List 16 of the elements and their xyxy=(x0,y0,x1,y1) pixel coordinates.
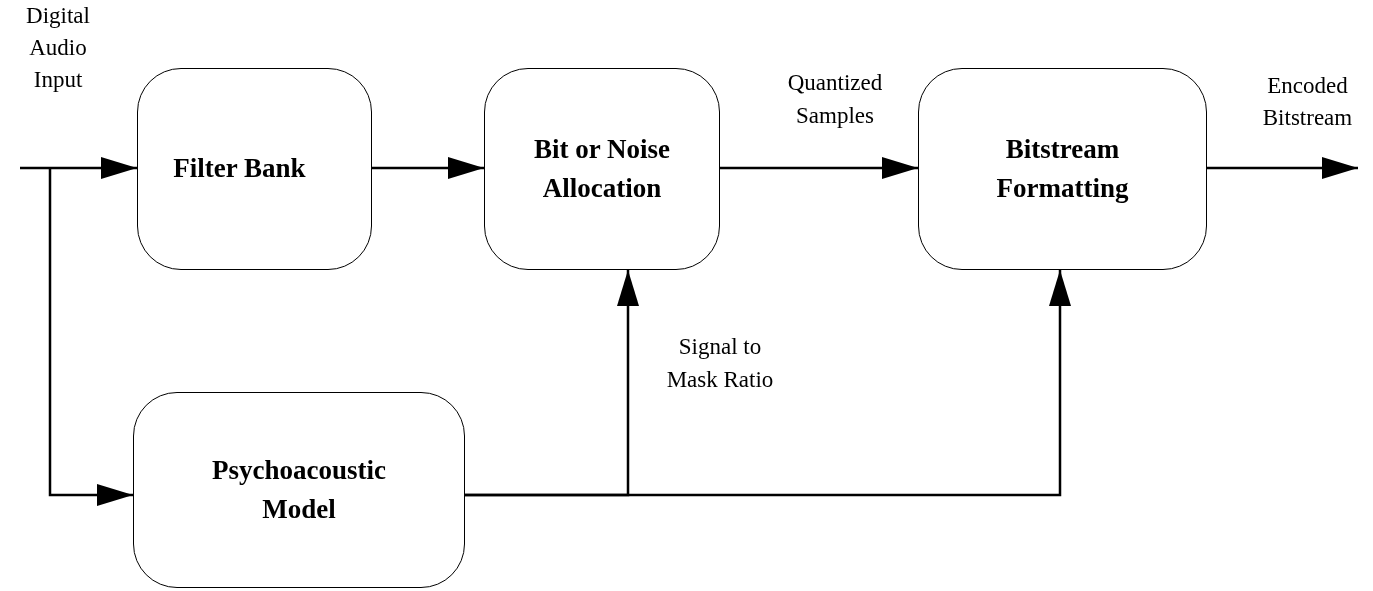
box-label: Bit or Noise Allocation xyxy=(533,132,671,205)
arrow xyxy=(20,157,137,179)
signal-label: Digital Audio Input xyxy=(25,2,91,95)
box-label: Psychoacoustic Model xyxy=(211,453,387,526)
arrow xyxy=(1207,157,1358,179)
signal-label: Encoded Bitstream xyxy=(1261,72,1354,133)
process-box xyxy=(918,68,1207,270)
arrow xyxy=(720,157,918,179)
box-label: Filter Bank xyxy=(173,152,306,186)
box-label: Bitstream Formatting xyxy=(995,132,1130,205)
process-box xyxy=(133,392,465,588)
arrow xyxy=(48,168,133,506)
arrow xyxy=(465,270,1071,497)
process-box xyxy=(137,68,372,270)
arrow xyxy=(372,157,484,179)
process-box xyxy=(484,68,720,270)
